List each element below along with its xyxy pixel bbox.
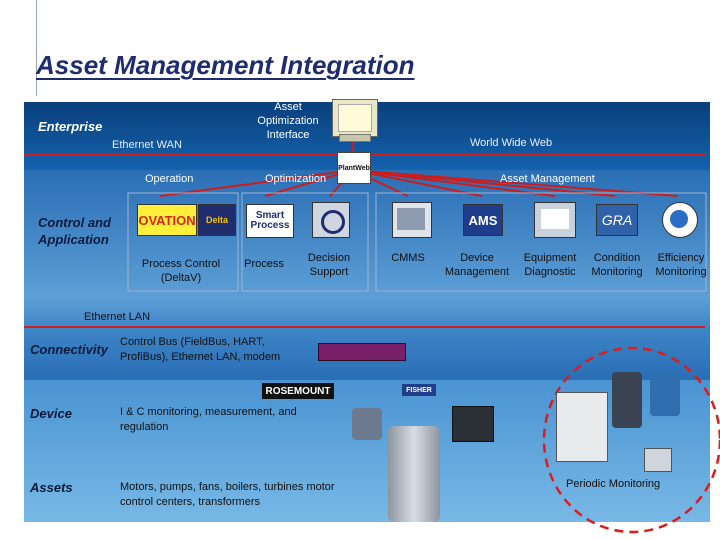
periodic-monitoring-circle <box>542 346 720 534</box>
cmms-screen-icon[interactable] <box>392 202 432 238</box>
asset-mgmt-group-box <box>375 192 707 292</box>
link-ams <box>352 169 483 197</box>
analyzer-case-icon <box>556 392 608 462</box>
sensor-probe-icon <box>644 448 672 472</box>
monitor-stand <box>339 134 371 142</box>
tier-control-application: Control and Application <box>38 215 111 247</box>
link-efficiency <box>352 169 679 197</box>
data-collector-icon <box>650 374 680 416</box>
io-rack-icon <box>452 406 494 442</box>
title-rule <box>36 0 37 96</box>
app-label-process: Process <box>244 258 284 270</box>
deltav-logo[interactable]: Delta <box>198 204 236 236</box>
ams-logo[interactable]: AMS <box>463 204 503 236</box>
assets-description: Motors, pumps, fans, boilers, turbines m… <box>120 481 335 508</box>
ethernet-lan-label: Ethernet LAN <box>84 311 151 323</box>
lan-band <box>24 298 710 330</box>
operation-group-box <box>127 192 239 292</box>
page-title: Asset Management Integration <box>36 50 415 80</box>
periodic-monitoring-label: Periodic Monitoring <box>566 478 661 490</box>
world-wide-web-label: World Wide Web <box>470 137 553 149</box>
smartprocess-logo[interactable]: Smart Process <box>246 204 294 238</box>
plantweb-badge: PlantWeb <box>337 152 371 184</box>
device-description: I & C monitoring, measurement, and regul… <box>120 406 297 433</box>
category-optimization: Optimization <box>265 173 327 185</box>
app-label-process-control: Process Control (DeltaV) <box>141 258 221 284</box>
gra-logo[interactable]: GRA <box>596 204 638 236</box>
fisher-logo: FISHER <box>402 384 436 396</box>
tier-device: Device <box>30 406 72 421</box>
interface-monitor-icon[interactable] <box>332 99 378 137</box>
rosemount-logo: ROSEMOUNT <box>262 383 334 399</box>
connectivity-description: Control Bus (FieldBus, HART, ProfiBus), … <box>120 336 281 363</box>
app-label-decision-support: Decision Support <box>307 252 351 278</box>
app-label-device-management: Device Management <box>444 252 510 278</box>
category-operation: Operation <box>145 173 194 185</box>
app-label-efficiency-monitoring: Efficiency Monitoring <box>655 252 707 278</box>
handheld-analyzer-icon <box>612 372 642 428</box>
diagnostic-screen-icon[interactable] <box>534 202 576 238</box>
interface-label: Asset Optimization Interface <box>257 101 319 141</box>
app-label-condition-monitoring: Condition Monitoring <box>591 252 643 278</box>
decision-support-icon[interactable] <box>312 202 350 238</box>
link-operation <box>159 169 354 197</box>
tier-enterprise: Enterprise <box>38 119 103 134</box>
pump-asset-icon <box>388 426 440 522</box>
app-label-equipment-diagnostic: Equipment Diagnostic <box>523 252 577 278</box>
ethernet-wan-label: Ethernet WAN <box>112 139 182 151</box>
category-asset-management: Asset Management <box>500 173 595 185</box>
valve-device-icon <box>352 408 382 440</box>
app-label-cmms: CMMS <box>391 252 425 264</box>
optimization-group-box <box>241 192 369 292</box>
bus-card-icon <box>318 343 406 361</box>
tier-assets: Assets <box>30 480 73 495</box>
efficiency-logo[interactable] <box>662 202 698 238</box>
ovation-logo[interactable]: OVATION <box>137 204 197 236</box>
tier-connectivity: Connectivity <box>30 342 109 357</box>
